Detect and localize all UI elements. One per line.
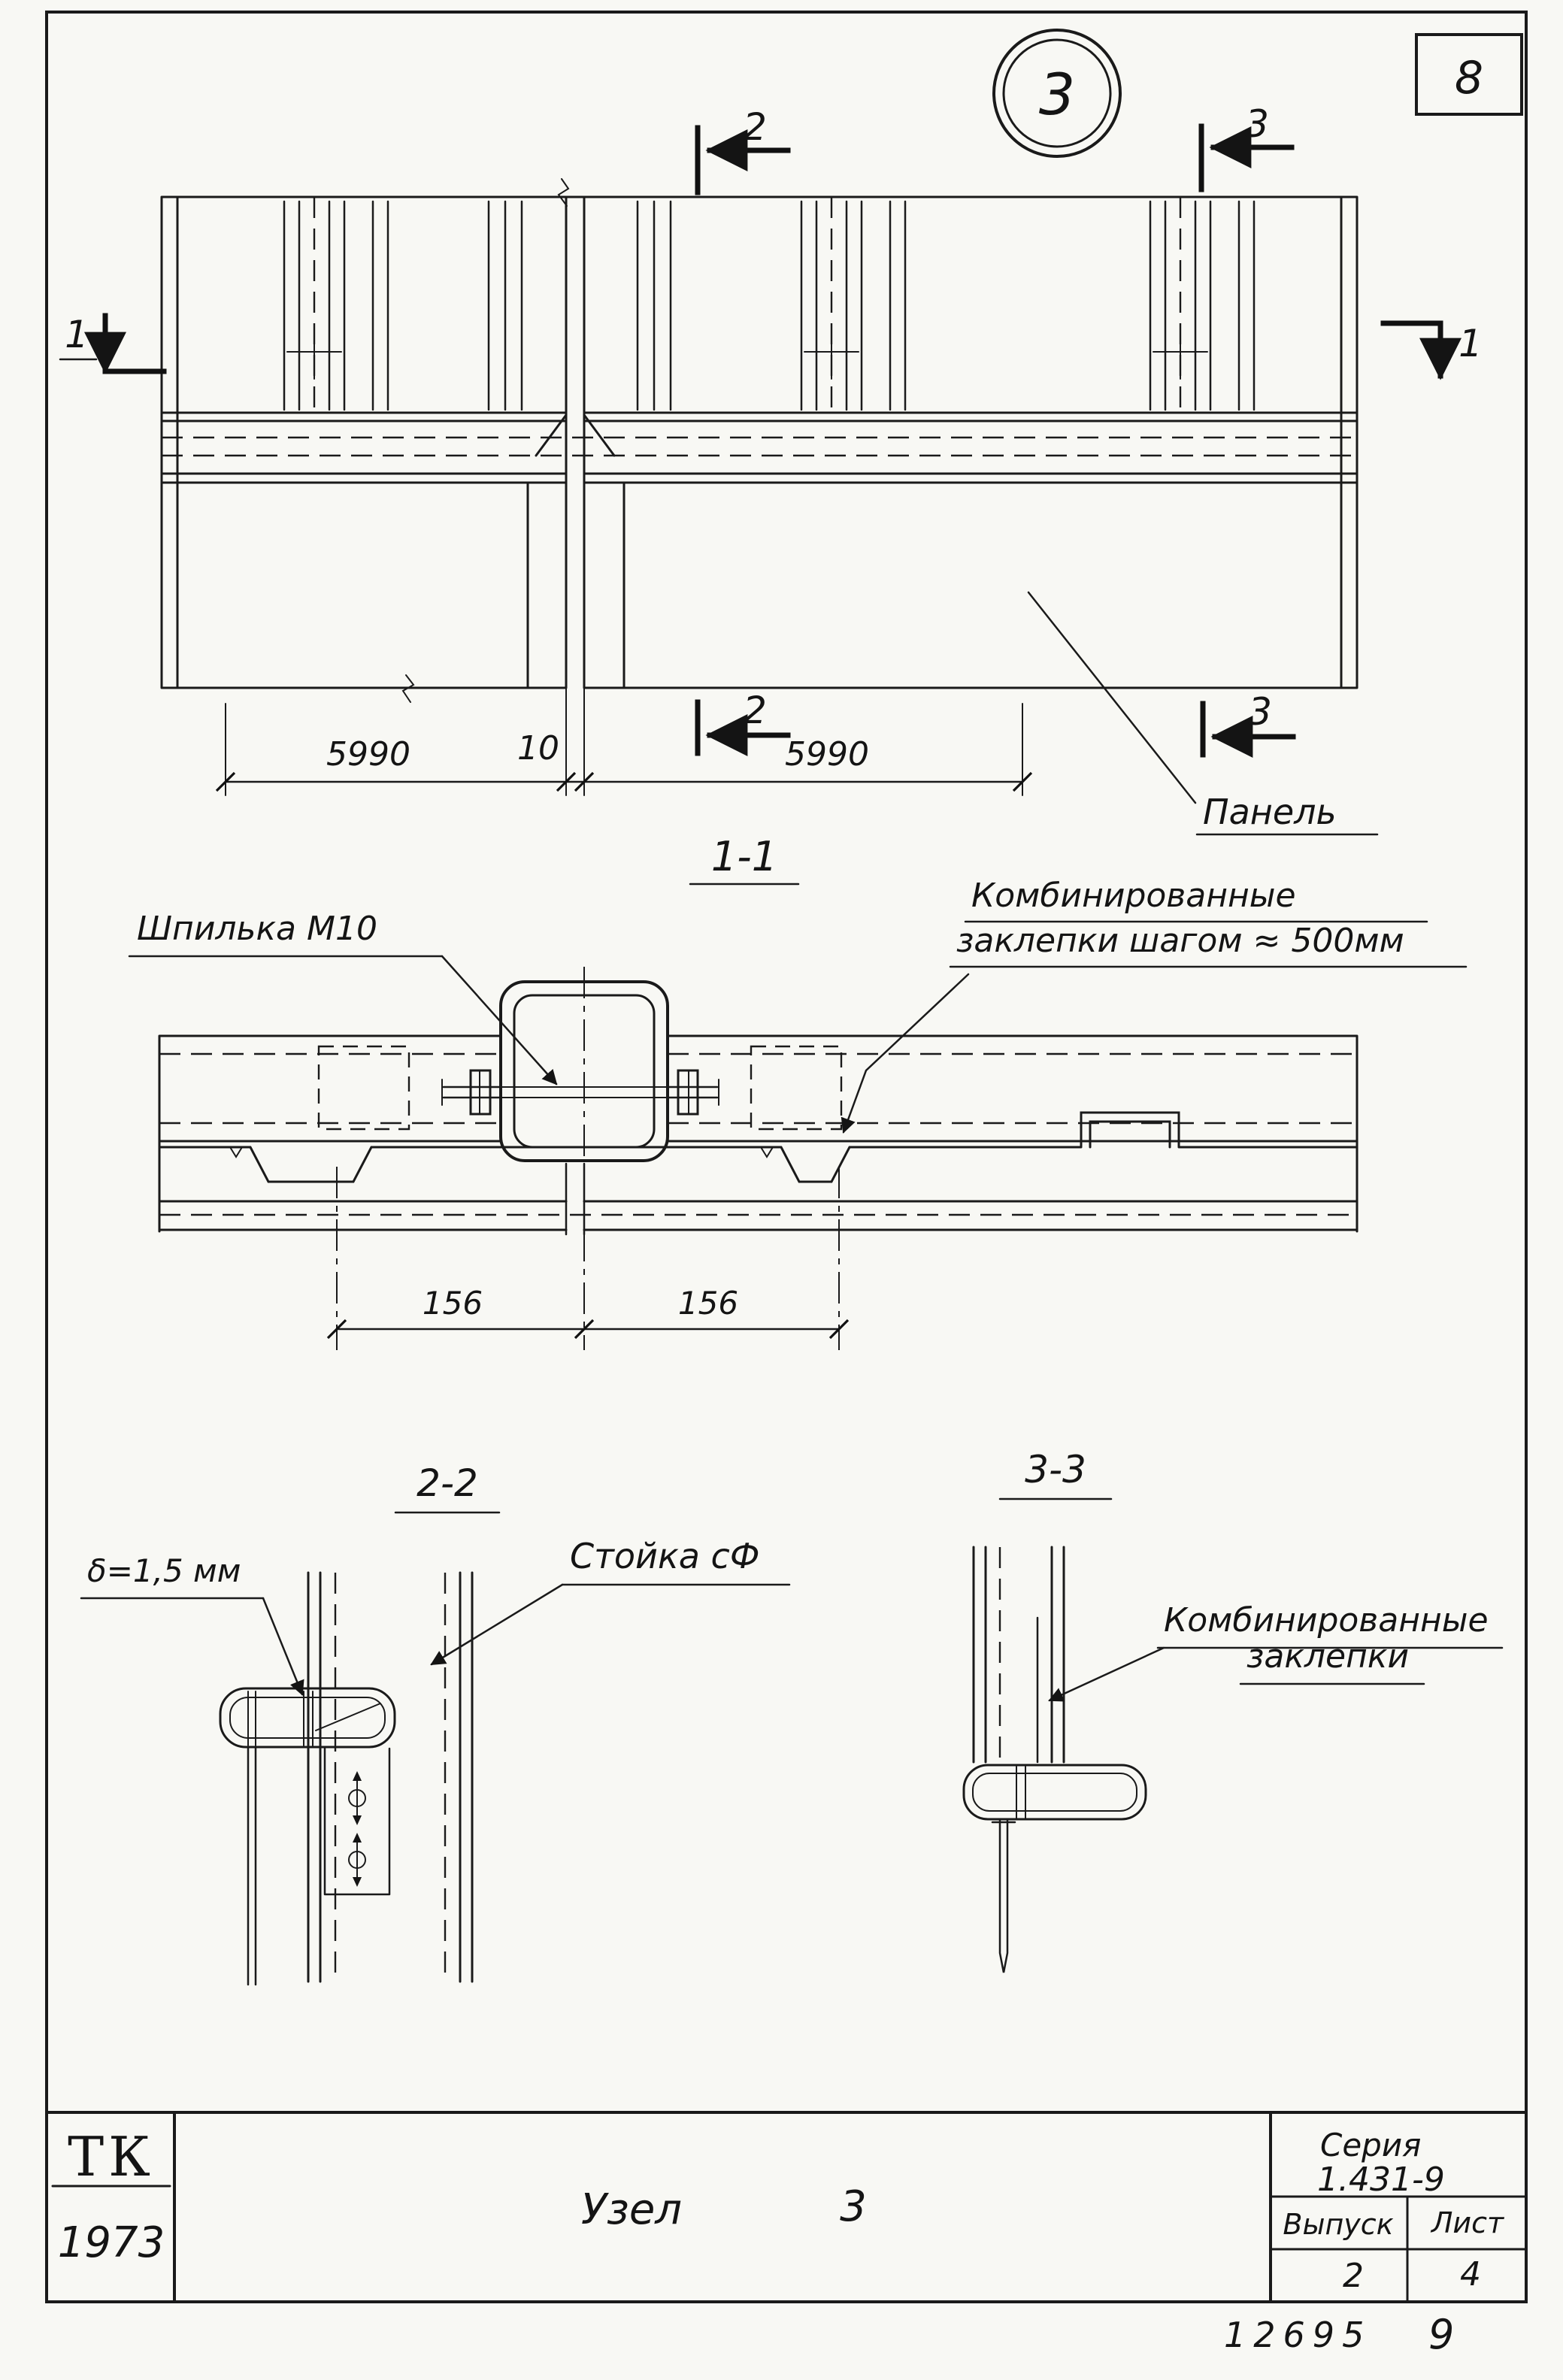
section-mark-1-right-label: 1	[1458, 322, 1483, 365]
sheet-label: Лист	[1430, 2206, 1505, 2239]
panel-sheet-3-3	[991, 1819, 1016, 1973]
section-3-3-title: 3-3	[1025, 1448, 1086, 1491]
page-frame: 8 3	[45, 11, 1528, 2303]
section-mark-3-top-label: 3	[1245, 102, 1269, 146]
plan-dimensions: 5990 10 5990	[215, 687, 1033, 796]
stud-callout: Шпилька М10	[128, 910, 558, 1086]
panel-callout-label: Панель	[1203, 792, 1337, 832]
section-mark-1-left-label: 1	[65, 313, 89, 356]
rivet-callout-1-1: Комбинированные заклепки шагом ≈ 500мм	[841, 877, 1468, 1134]
node-bubble-number: 3	[1039, 61, 1075, 128]
footer-numbers: 12695 9	[1224, 2311, 1454, 2358]
rail-profile-3-3-inner	[972, 1773, 1137, 1812]
rivet-callout-3-3: Комбинированные заклепки	[1048, 1601, 1504, 1702]
issue-label: Выпуск	[1283, 2208, 1393, 2241]
rail-band-hidden	[159, 1052, 1357, 1125]
border-frame	[45, 11, 1528, 2303]
panel-sheet-2-2	[247, 1746, 257, 1986]
section-1-1-dimensions: 156 156	[326, 967, 850, 1350]
plan-view: 2 3 1 1 2 3	[59, 102, 1483, 836]
section-3-3: 3-3 Комбинированные заклепки	[962, 1448, 1504, 1973]
rivet-symbols-2-2	[348, 1771, 366, 1887]
rivet-callout-line2: заклепки шагом ≈ 500мм	[956, 922, 1404, 960]
rivet-callout-line1: Комбинированные	[971, 877, 1296, 915]
drawing-title-word: Узел	[581, 2185, 682, 2234]
dim-right-panel: 5990	[785, 735, 869, 774]
profiled-sheet	[158, 1111, 1359, 1183]
post-2-2-hidden	[334, 1573, 447, 1982]
section-mark-2-top: 2	[695, 105, 791, 195]
post-3-3	[972, 1546, 1065, 1764]
section-2-2-title: 2-2	[416, 1461, 478, 1505]
node-bubble-inner	[1002, 38, 1112, 148]
dim-joint-gap: 10	[517, 729, 559, 768]
dim-156-left: 156	[423, 1285, 483, 1322]
rivet-bracket-2-2	[323, 1747, 391, 1896]
square-tube-inner	[513, 994, 656, 1149]
section-mark-3-top: 3	[1198, 102, 1295, 192]
section-mark-3-bottom: 3	[1200, 690, 1296, 758]
section-mark-2-bottom: 2	[695, 689, 791, 756]
series-label: Серия	[1320, 2127, 1421, 2163]
drawing-title-number: 3	[840, 2182, 867, 2231]
corner-number-box	[1415, 33, 1523, 116]
dim-156-right: 156	[678, 1285, 738, 1322]
footer-doc-number: 12695	[1224, 2315, 1371, 2355]
thickness-callout: δ=1,5 мм	[80, 1552, 304, 1696]
hidden-insert-left	[317, 1045, 410, 1131]
post-2-2	[307, 1571, 474, 1983]
fastener-cross-marks	[286, 324, 1208, 380]
section-mark-2-top-label: 2	[743, 105, 767, 149]
section-mark-1-left: 1	[59, 313, 167, 374]
post-callout: Стойка сФ	[430, 1536, 791, 1666]
section-mark-2-bottom-label: 2	[743, 689, 767, 732]
sheet-value: 4	[1460, 2255, 1481, 2294]
rail-band	[158, 1034, 1359, 1233]
rail-profile-3-3-outer	[962, 1764, 1147, 1821]
rivet-callout-3-3-line1: Комбинированные	[1164, 1601, 1489, 1640]
stud-bolt	[441, 1069, 719, 1116]
corner-number: 8	[1455, 52, 1483, 104]
rivet-callout-3-3-line2: заклепки	[1246, 1637, 1409, 1676]
node-bubble-outer	[992, 29, 1122, 158]
stiffener-ribs	[283, 200, 1256, 411]
section-mark-1-right: 1	[1380, 320, 1483, 380]
lower-panel-lines	[158, 1200, 1359, 1231]
post-label: Стойка сФ	[570, 1536, 759, 1576]
break-marks	[401, 178, 570, 703]
series-value: 1.431-9	[1317, 2160, 1445, 2199]
org-stamp: ТК	[68, 2125, 155, 2188]
rail-profile-2-2-outer	[219, 1687, 396, 1749]
stud-callout-label: Шпилька М10	[137, 910, 377, 948]
title-block: ТК 1973 Узел 3 Серия 1.431-9 Выпуск 2 Ли…	[47, 2111, 1528, 2303]
section-1-1-title: 1-1	[711, 833, 777, 880]
joint-verticals	[565, 1162, 586, 1236]
thickness-label: δ=1,5 мм	[87, 1552, 241, 1589]
section-2-2: 2-2 δ=1,5 мм Стойка сФ	[80, 1461, 791, 1986]
rail-profile-2-2-inner	[229, 1697, 386, 1739]
panel-callout: Панель	[1027, 591, 1379, 836]
panel-band-hidden-lines	[162, 436, 1357, 457]
stiffener-centerlines	[313, 197, 1182, 410]
hidden-insert-right	[750, 1045, 843, 1131]
footer-page-number: 9	[1428, 2311, 1454, 2358]
sheet-weld-marks	[229, 1146, 774, 1158]
section-1-1: 1-1 Шпилька М10 Комбинированные закл	[128, 833, 1468, 1350]
rail-profile-3-3-dividers	[1016, 1766, 1026, 1820]
year-stamp: 1973	[58, 2218, 165, 2267]
issue-value: 2	[1343, 2257, 1364, 2295]
dim-left-panel: 5990	[326, 735, 410, 774]
panel-band-lines	[160, 195, 1359, 689]
section-mark-3-bottom-label: 3	[1248, 690, 1272, 734]
rail-profile-2-2-details	[247, 1691, 381, 1746]
